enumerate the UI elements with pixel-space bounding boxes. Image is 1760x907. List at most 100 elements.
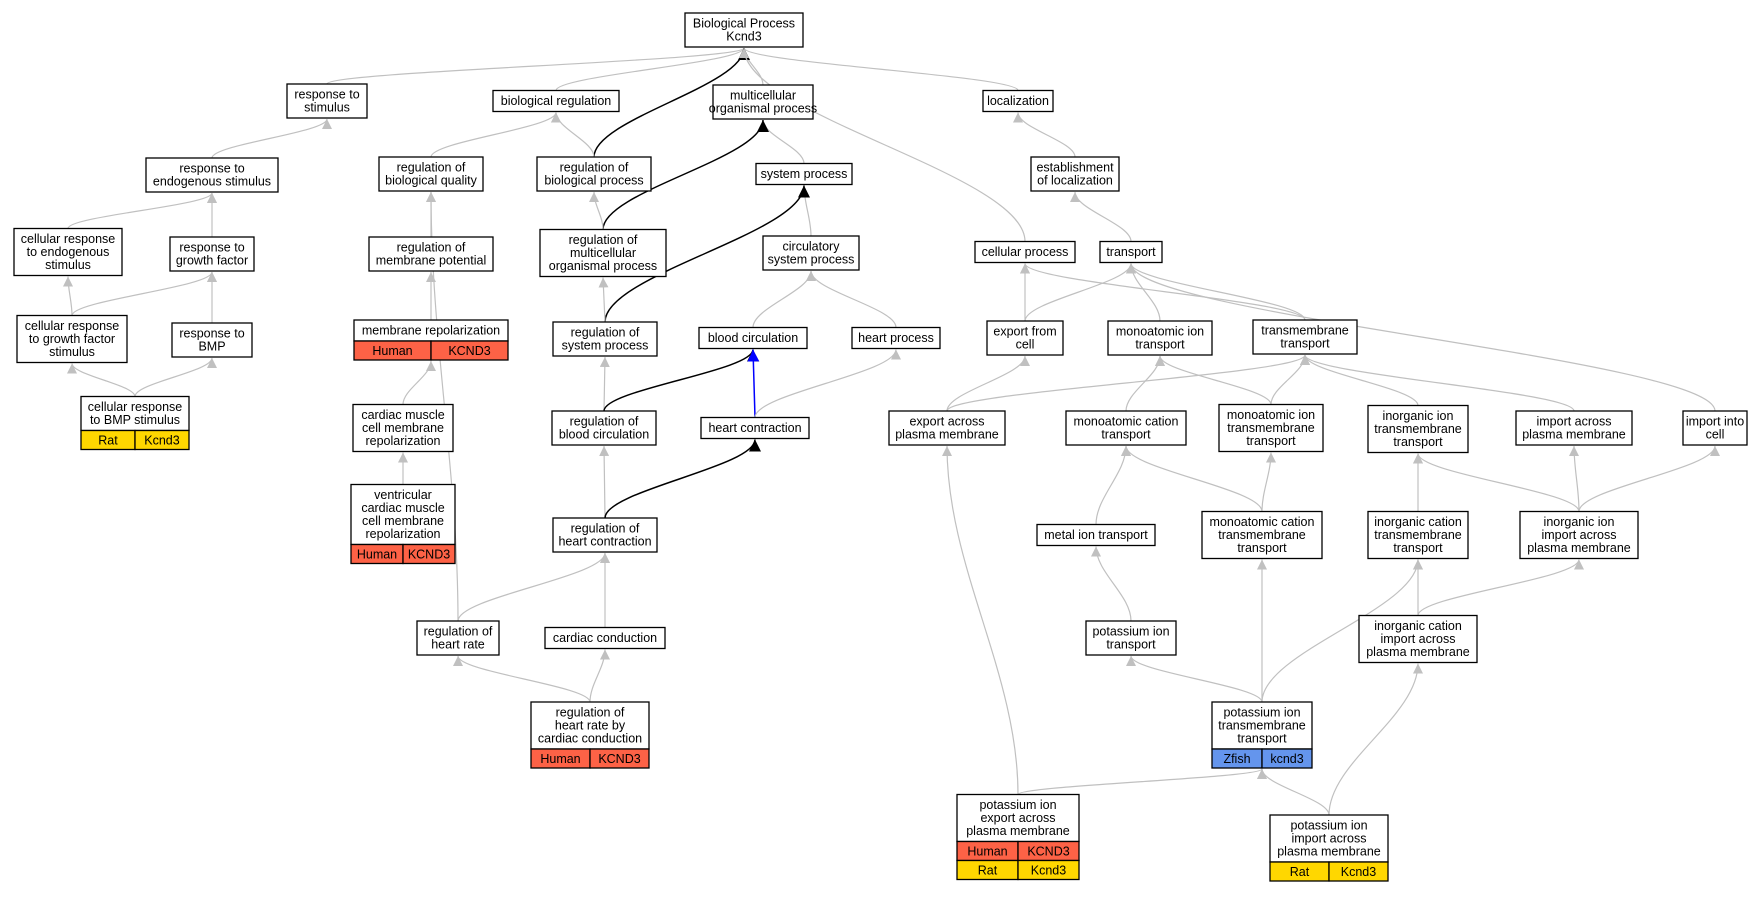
go-term-label: cardiac conduction: [538, 732, 642, 746]
go-term-label: stimulus: [49, 345, 95, 359]
edge-rts-to-bp: [326, 47, 749, 85]
edge-loc-to-bp: [739, 47, 1019, 92]
species-gene: kcnd3: [1270, 752, 1303, 766]
go-term-box: [13, 227, 123, 277]
species-gene-cell: [402, 543, 456, 565]
species-gene-cell: [430, 340, 509, 361]
go-term-label: system process: [768, 253, 855, 267]
go-term-mit[interactable]: metal ion transport: [1036, 523, 1156, 547]
go-term-label: regulation of: [560, 161, 629, 175]
go-term-box: [368, 236, 494, 272]
go-term-label: potassium ion: [1290, 819, 1367, 833]
go-term-label: metal ion transport: [1044, 528, 1148, 542]
edge-tmt-to-cellp: [1020, 262, 1306, 321]
go-term-label: plasma membrane: [1527, 541, 1631, 555]
edge-transport-to-estloc: [1070, 191, 1132, 242]
go-term-label: transport: [1106, 245, 1156, 259]
go-term-bloodcirc[interactable]: blood circulation: [698, 326, 808, 350]
edge-rhrcc-to-cc: [589, 649, 610, 703]
edge-cellp-to-bp: [739, 47, 1026, 242]
go-term-cellp[interactable]: cellular process: [974, 240, 1076, 264]
go-term-box: [1036, 523, 1156, 547]
species-name: Human: [540, 752, 580, 766]
go-term-box: [352, 403, 454, 453]
edge-iapm-to-tmt: [1300, 354, 1575, 412]
edge-rsp-to-rmop: [598, 277, 609, 323]
go-term-hc[interactable]: heart contraction: [700, 416, 810, 440]
go-term-label: system process: [761, 167, 848, 181]
go-term-box: [1682, 410, 1748, 446]
edge-iiiapm-to-iitt: [1413, 453, 1580, 512]
edge-eapm-to-tmt: [946, 354, 1310, 412]
species-gene-cell: [589, 748, 650, 769]
go-term-label: organismal process: [549, 259, 657, 273]
go-term-label: response to: [179, 162, 244, 176]
edge-maitt-to-mait: [1155, 355, 1272, 405]
edge-rhr-to-rhc: [457, 552, 610, 622]
edge-estloc-to-loc: [1013, 112, 1076, 158]
species-gene: KCND3: [448, 344, 490, 358]
go-term-label: cell: [1706, 428, 1725, 442]
go-term-label: monoatomic cation: [1210, 515, 1315, 529]
go-term-transport[interactable]: transport: [1099, 240, 1163, 264]
go-term-label: regulation of: [569, 233, 638, 247]
go-term-label: Biological Process: [693, 17, 795, 31]
go-term-kitt[interactable]: potassium iontransmembranetransportZfish…: [1211, 701, 1313, 769]
go-term-heartproc[interactable]: heart process: [851, 326, 941, 350]
edge-sysp-to-mop: [758, 119, 805, 164]
go-term-label: biological regulation: [501, 94, 612, 108]
go-term-box: [1099, 240, 1163, 264]
go-term-loc[interactable]: localization: [982, 89, 1054, 113]
go-term-box: [80, 395, 190, 432]
go-term-box: [712, 84, 814, 120]
go-term-label: inorganic cation: [1374, 515, 1462, 529]
edge-rhrcc-to-rhr: [453, 655, 591, 703]
go-term-sysp[interactable]: system process: [755, 162, 853, 186]
species-gene: Kcnd3: [1341, 865, 1376, 879]
species-gene-cell: [1328, 861, 1389, 882]
go-term-cc[interactable]: cardiac conduction: [544, 626, 666, 650]
go-term-breg[interactable]: biological regulation: [492, 89, 620, 113]
edge-kitt-to-icttt: [1261, 559, 1423, 703]
go-term-label: inorganic ion: [1383, 409, 1454, 423]
